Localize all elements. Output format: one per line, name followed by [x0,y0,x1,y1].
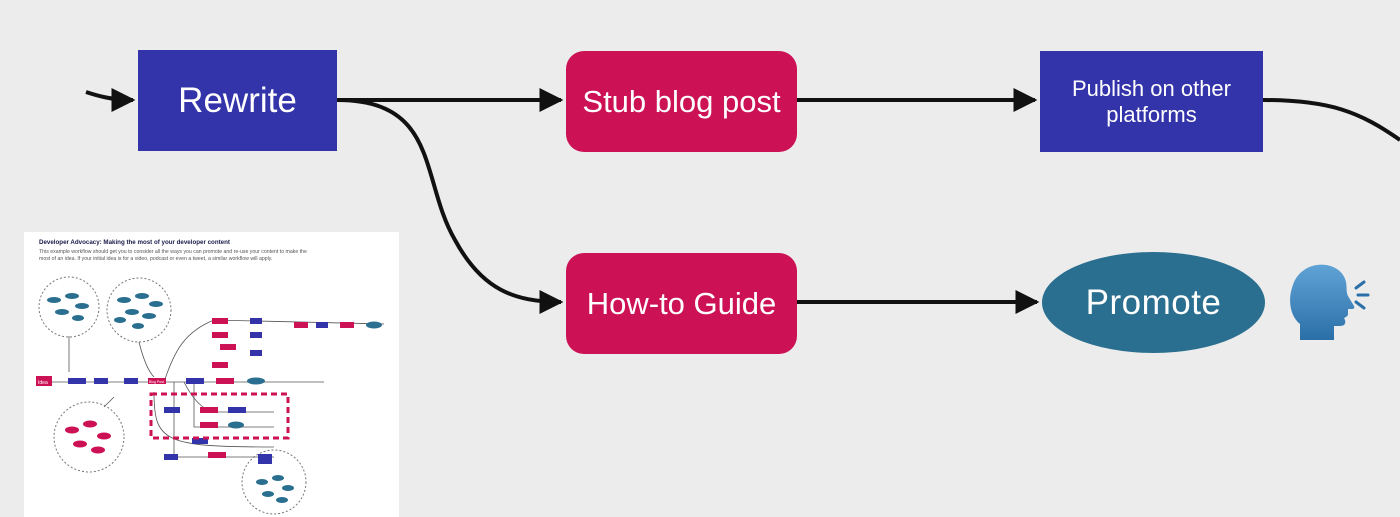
publish-label: Publish on other platforms [1072,76,1231,128]
thumb-idea-label: Idea [38,380,48,386]
thumbnail-description: This example workflow should get you to … [39,249,307,263]
edge-incoming-to-rewrite [85,87,136,112]
thumbnail-diagram: Idea Blog Post [36,276,385,515]
edge-publish-outgoing [1262,98,1400,142]
promote-node[interactable]: Promote [1042,252,1265,353]
rewrite-node[interactable]: Rewrite [138,50,337,151]
stub-blog-post-label: Stub blog post [582,83,781,119]
thumb-blog-post-label: Blog Post [149,380,164,384]
workflow-overview-thumbnail: Developer Advocacy: Making the most of y… [24,232,399,517]
rewrite-label: Rewrite [178,80,297,120]
publish-label-line1: Publish on other [1072,75,1231,101]
how-to-guide-label: How-to Guide [586,285,777,321]
publish-label-line2: platforms [1106,101,1197,127]
thumbnail-title: Developer Advocacy: Making the most of y… [39,239,230,246]
publish-on-other-platforms-node[interactable]: Publish on other platforms [1040,51,1263,152]
speaking-head-icon [1290,264,1370,340]
how-to-guide-node[interactable]: How-to Guide [566,253,797,354]
stub-blog-post-node[interactable]: Stub blog post [566,51,797,152]
promote-label: Promote [1085,282,1222,322]
edge-rewrite-to-how-to-guide [336,98,564,314]
